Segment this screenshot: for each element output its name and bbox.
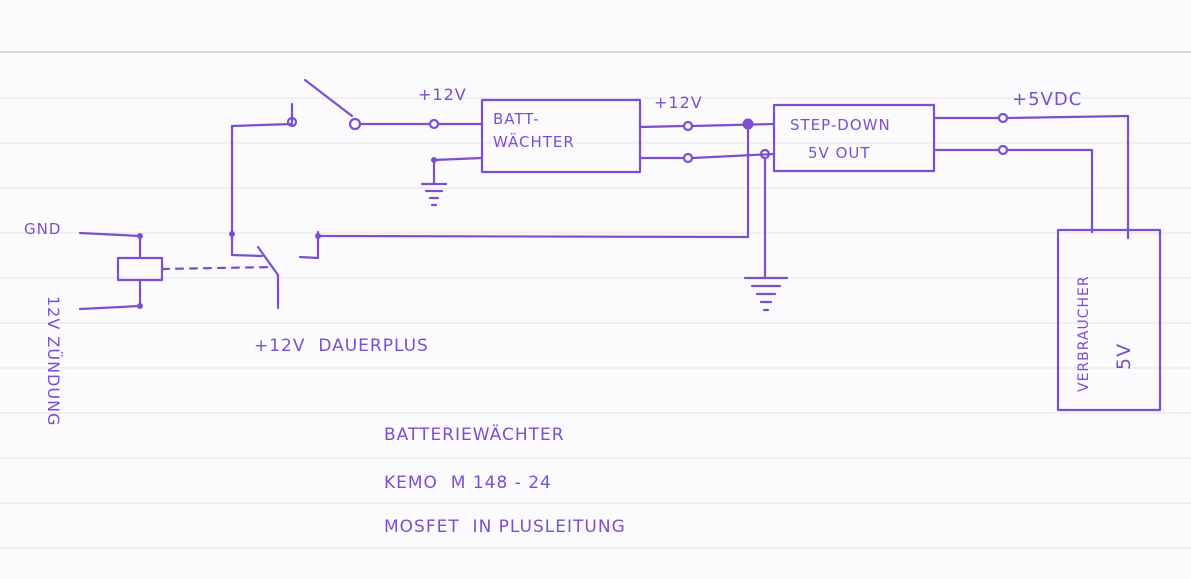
verbraucher-module: VERBRAUCHER 5V [1056,228,1162,412]
battwaechter-module: BATT- WÄCHTER [480,98,642,174]
relay-switch [229,122,321,310]
paper-ruling [0,51,1191,549]
battwaechter-ground [420,156,484,207]
plus12-mid-label: +12V [654,93,703,112]
relay-linkage [160,265,274,271]
main-switch [286,78,484,131]
stepdown-module: STEP-DOWN 5V OUT [772,103,936,173]
plus12-top-label: +12V [418,85,467,104]
relay-coil-body [116,256,164,282]
verbraucher-label: VERBRAUCHER [1076,275,1092,392]
dauerplus-label: +12V DAUERPLUS [254,336,429,356]
battwaechter-outputs [638,118,776,164]
gnd-label: GND [24,220,61,238]
plus5vdc-label: +5VDC [1012,89,1082,110]
feedback-wiring [316,122,789,312]
note-line-1: BATTERIEWÄCHTER [384,424,565,445]
note-line-3: MOSFET IN PLUSLEITUNG [384,517,626,537]
note-line-2: KEMO M 148 - 24 [384,473,552,493]
battwaechter-label-2: WÄCHTER [493,132,575,151]
stepdown-label-2: 5V OUT [808,144,871,162]
relay-coil [78,231,164,311]
ignition-label: 12V ZÜNDUNG [44,296,63,426]
stepdown-outputs [932,112,1130,240]
battwaechter-label-1: BATT- [493,110,539,128]
verbraucher-voltage: 5V [1113,343,1135,370]
stepdown-label-1: STEP-DOWN [790,116,891,134]
notes-block: BATTERIEWÄCHTER KEMO M 148 - 24 MOSFET I… [384,424,626,537]
